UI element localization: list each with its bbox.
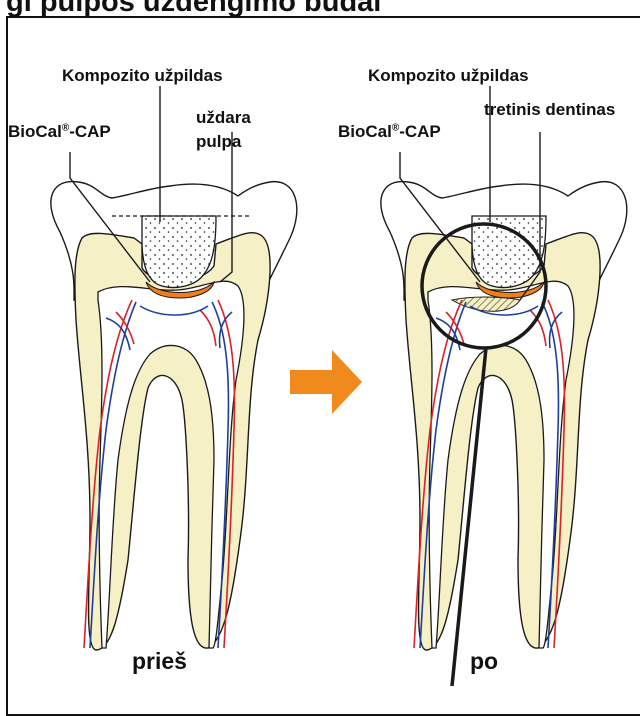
biocal-suffix: -CAP: [399, 122, 441, 141]
label-biocal-after: BioCal®-CAP: [338, 122, 441, 142]
caption-after: po: [470, 648, 498, 675]
biocal-suffix: -CAP: [69, 122, 111, 141]
label-biocal-before: BioCal®-CAP: [8, 122, 111, 142]
label-composite-before: Kompozito užpildas: [62, 66, 223, 86]
label-tertiary-dentin: tretinis dentinas: [484, 100, 615, 120]
label-closed-pulp-1: uždara: [196, 108, 251, 128]
biocal-name: BioCal: [338, 122, 392, 141]
label-closed-pulp-2: pulpa: [196, 132, 241, 152]
transition-arrow: [290, 350, 362, 414]
tooth-before: [51, 86, 297, 650]
biocal-name: BioCal: [8, 122, 62, 141]
label-composite-after: Kompozito užpildas: [368, 66, 529, 86]
caption-before: prieš: [132, 648, 187, 675]
tooth-after: [381, 86, 627, 686]
